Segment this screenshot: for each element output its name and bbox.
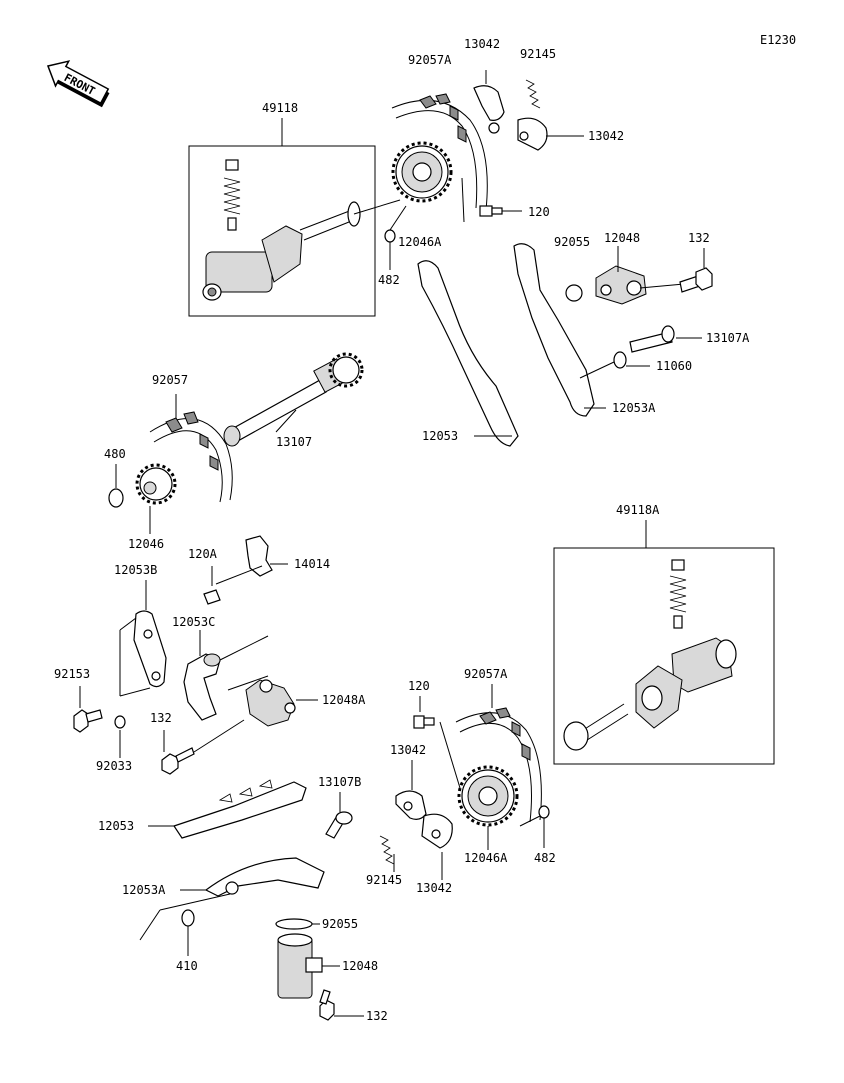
ring-480 bbox=[108, 488, 124, 508]
pin-13107B bbox=[325, 811, 353, 839]
label-13042-top1: 13042 bbox=[464, 37, 500, 51]
label-12053-bottom: 12053 bbox=[98, 819, 134, 833]
label-410: 410 bbox=[176, 959, 198, 973]
gear-12046 bbox=[135, 463, 177, 505]
bolt-92153 bbox=[73, 709, 103, 733]
label-92153: 92153 bbox=[54, 667, 90, 681]
label-92057: 92057 bbox=[152, 373, 188, 387]
washer-410 bbox=[181, 909, 195, 927]
label-92033: 92033 bbox=[96, 759, 132, 773]
label-132-top: 132 bbox=[688, 231, 710, 245]
label-12053A-top: 12053A bbox=[612, 401, 656, 415]
label-13107: 13107 bbox=[276, 435, 312, 449]
o-ring-92055-top bbox=[565, 284, 583, 302]
ring-92033 bbox=[114, 715, 126, 729]
tensioner-12048-bottom bbox=[277, 933, 323, 999]
label-92145-top: 92145 bbox=[520, 47, 556, 61]
label-92055-bottom: 92055 bbox=[322, 917, 358, 931]
label-13042-top2: 13042 bbox=[588, 129, 624, 143]
label-12048-top: 12048 bbox=[604, 231, 640, 245]
label-13042-bottom1: 13042 bbox=[390, 743, 426, 757]
bolt-132-top bbox=[679, 267, 713, 293]
label-11060: 11060 bbox=[656, 359, 692, 373]
shaft-13107 bbox=[223, 352, 364, 447]
label-92057A-bottom: 92057A bbox=[464, 667, 508, 681]
part-labels: 49118 92057A 13042 92145 13042 120 12046… bbox=[54, 37, 750, 1023]
chain-guide-12053-top bbox=[417, 260, 519, 447]
label-12046A-bottom: 12046A bbox=[464, 851, 508, 865]
tensioner-guide-12053A-bottom bbox=[204, 857, 325, 897]
sprocket-12046A-bottom bbox=[457, 765, 519, 827]
cam-chain-92057 bbox=[149, 411, 233, 503]
label-480: 480 bbox=[104, 447, 126, 461]
label-13042-bottom2: 13042 bbox=[416, 881, 452, 895]
ring-482-top bbox=[384, 229, 396, 243]
ring-482-bottom bbox=[538, 805, 550, 819]
bracket-12053C bbox=[183, 653, 221, 721]
label-120-bottom: 120 bbox=[408, 679, 430, 693]
label-132-mid: 132 bbox=[150, 711, 172, 725]
label-14014: 14014 bbox=[294, 557, 330, 571]
label-49118A: 49118A bbox=[616, 503, 660, 517]
tensioner-guide-12053A-top bbox=[513, 243, 595, 417]
label-92145-bottom: 92145 bbox=[366, 873, 402, 887]
label-12048A: 12048A bbox=[322, 693, 366, 707]
bolt-120-top bbox=[479, 205, 503, 217]
label-482-bottom: 482 bbox=[534, 851, 556, 865]
weight-13042-bottom bbox=[395, 790, 453, 849]
label-12053-top: 12053 bbox=[422, 429, 458, 443]
washer-11060 bbox=[613, 351, 627, 369]
label-12053C: 12053C bbox=[172, 615, 215, 629]
sprocket-12046A-top bbox=[391, 141, 453, 203]
tensioner-12048-top bbox=[595, 265, 647, 305]
bolt-132-bottom bbox=[319, 989, 335, 1021]
cam-chain-92057A-bottom bbox=[455, 707, 542, 823]
label-132-bottom: 132 bbox=[366, 1009, 388, 1023]
o-ring-92055-bottom bbox=[275, 918, 313, 930]
cam-chain-92057A-top bbox=[391, 93, 488, 211]
plate-14014 bbox=[245, 535, 273, 577]
label-120-top: 120 bbox=[528, 205, 550, 219]
camshaft-assembly-49118A bbox=[553, 520, 775, 765]
bolt-132-mid bbox=[161, 747, 195, 775]
label-13107B: 13107B bbox=[318, 775, 361, 789]
label-92057A-top: 92057A bbox=[408, 53, 452, 67]
front-arrow-icon: FRONT bbox=[46, 60, 110, 108]
diagram-code: E1230 bbox=[760, 33, 796, 47]
bolt-120A bbox=[203, 589, 221, 605]
label-92055-top: 92055 bbox=[554, 235, 590, 249]
label-12053B: 12053B bbox=[114, 563, 157, 577]
pin-13107A bbox=[629, 325, 675, 353]
spring-92145-bottom bbox=[379, 835, 395, 865]
label-482-top: 482 bbox=[378, 273, 400, 287]
label-49118: 49118 bbox=[262, 101, 298, 115]
label-12053A-bottom: 12053A bbox=[122, 883, 166, 897]
spring-92145-top bbox=[525, 79, 541, 109]
label-12046A-top: 12046A bbox=[398, 235, 442, 249]
bolt-120-bottom bbox=[413, 715, 435, 729]
guide-12053B bbox=[133, 610, 167, 688]
weight-13042-top bbox=[473, 85, 548, 151]
label-12046: 12046 bbox=[128, 537, 164, 551]
label-13107A: 13107A bbox=[706, 331, 750, 345]
label-12048-bottom: 12048 bbox=[342, 959, 378, 973]
tensioner-12048A bbox=[245, 679, 296, 727]
chain-guide-12053-bottom bbox=[173, 781, 307, 839]
camshaft-assembly-49118 bbox=[188, 118, 401, 317]
label-120A: 120A bbox=[188, 547, 218, 561]
